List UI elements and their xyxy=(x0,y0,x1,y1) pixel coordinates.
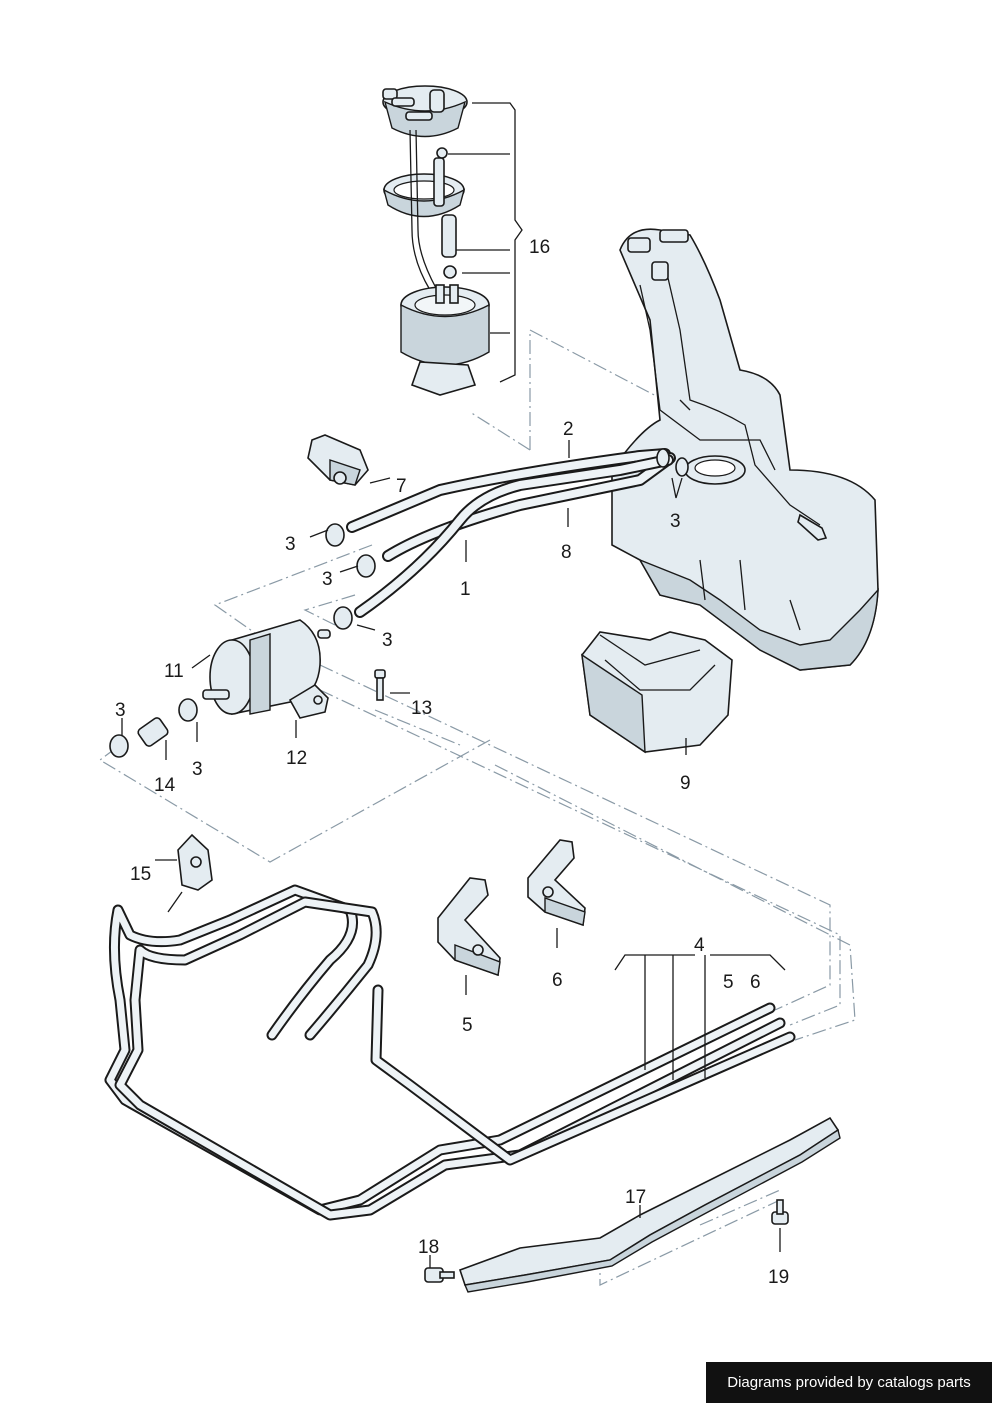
callout-5: 5 xyxy=(462,1015,473,1036)
callout-14: 14 xyxy=(154,775,176,796)
leader-lines xyxy=(121,102,786,1268)
callout-18: 18 xyxy=(418,1237,439,1258)
callout-3: 3 xyxy=(382,630,393,651)
callout-3: 3 xyxy=(115,700,126,721)
fuel-hoses xyxy=(346,448,689,618)
callout-3: 3 xyxy=(670,511,681,532)
callout-3: 3 xyxy=(192,759,203,780)
callout-8: 8 xyxy=(561,542,572,563)
callouts: 16 2 7 3 3 8 3 1 3 11 13 3 12 3 14 9 15 … xyxy=(115,237,789,1288)
callout-7: 7 xyxy=(396,476,407,497)
bracket-7 xyxy=(307,434,369,486)
callout-9: 9 xyxy=(680,773,691,794)
hose-clamps xyxy=(109,523,376,758)
callout-2: 2 xyxy=(563,419,574,440)
callout-13: 13 xyxy=(411,698,432,719)
callout-19: 19 xyxy=(768,1267,789,1288)
fuel-lines xyxy=(104,884,796,1221)
callout-15: 15 xyxy=(130,864,151,885)
callout-6: 6 xyxy=(750,972,761,993)
callout-6: 6 xyxy=(552,970,563,991)
callout-17: 17 xyxy=(625,1187,646,1208)
tank-cover xyxy=(581,631,733,754)
callout-3: 3 xyxy=(322,569,333,590)
callout-1: 1 xyxy=(460,579,471,600)
callout-5: 5 xyxy=(723,972,734,993)
clips xyxy=(437,839,586,977)
callout-12: 12 xyxy=(286,748,307,769)
callout-4: 4 xyxy=(694,935,705,956)
callout-3: 3 xyxy=(285,534,296,555)
callout-16: 16 xyxy=(529,237,550,258)
credit-banner: Diagrams provided by catalogs parts xyxy=(706,1362,992,1403)
fuel-tank xyxy=(611,228,879,671)
clip-15 xyxy=(177,833,213,891)
support-strap xyxy=(424,1116,841,1293)
fuel-filter xyxy=(137,619,386,747)
callout-11: 11 xyxy=(164,661,184,682)
fuel-pump-assembly xyxy=(382,85,490,396)
